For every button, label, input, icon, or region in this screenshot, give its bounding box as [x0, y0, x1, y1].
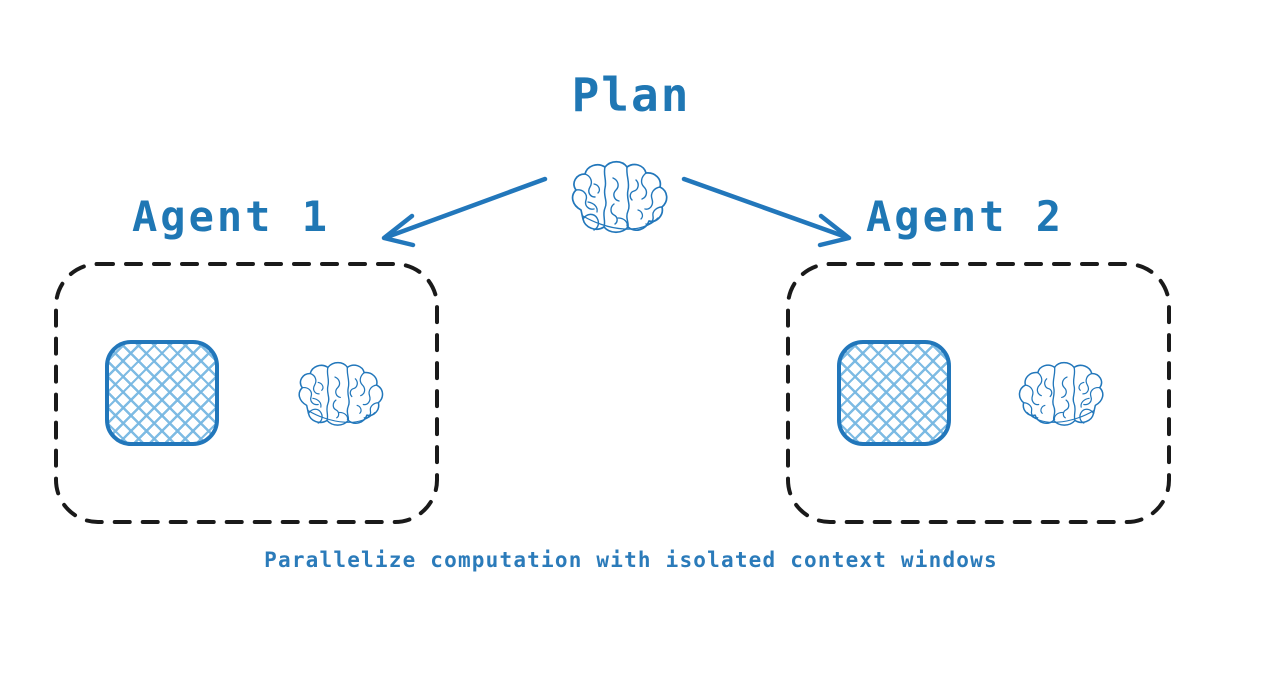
agent-1-container — [54, 262, 439, 524]
agent-2-container — [786, 262, 1171, 524]
page-title: Plan — [571, 68, 691, 122]
caption-text: Parallelize computation with isolated co… — [264, 548, 998, 572]
agent-2-label: Agent 2 — [866, 192, 1065, 241]
agent-2-boundary — [786, 262, 1171, 524]
agent-1-boundary — [54, 262, 439, 524]
brain-icon — [281, 351, 389, 435]
context-window-icon — [104, 340, 219, 446]
brain-icon — [552, 148, 674, 244]
context-window-icon — [836, 340, 951, 446]
brain-icon — [1013, 351, 1121, 435]
arrow-plan-to-agent-2 — [681, 176, 852, 248]
agent-1-label: Agent 1 — [132, 192, 331, 241]
arrow-plan-to-agent-1 — [381, 176, 548, 248]
